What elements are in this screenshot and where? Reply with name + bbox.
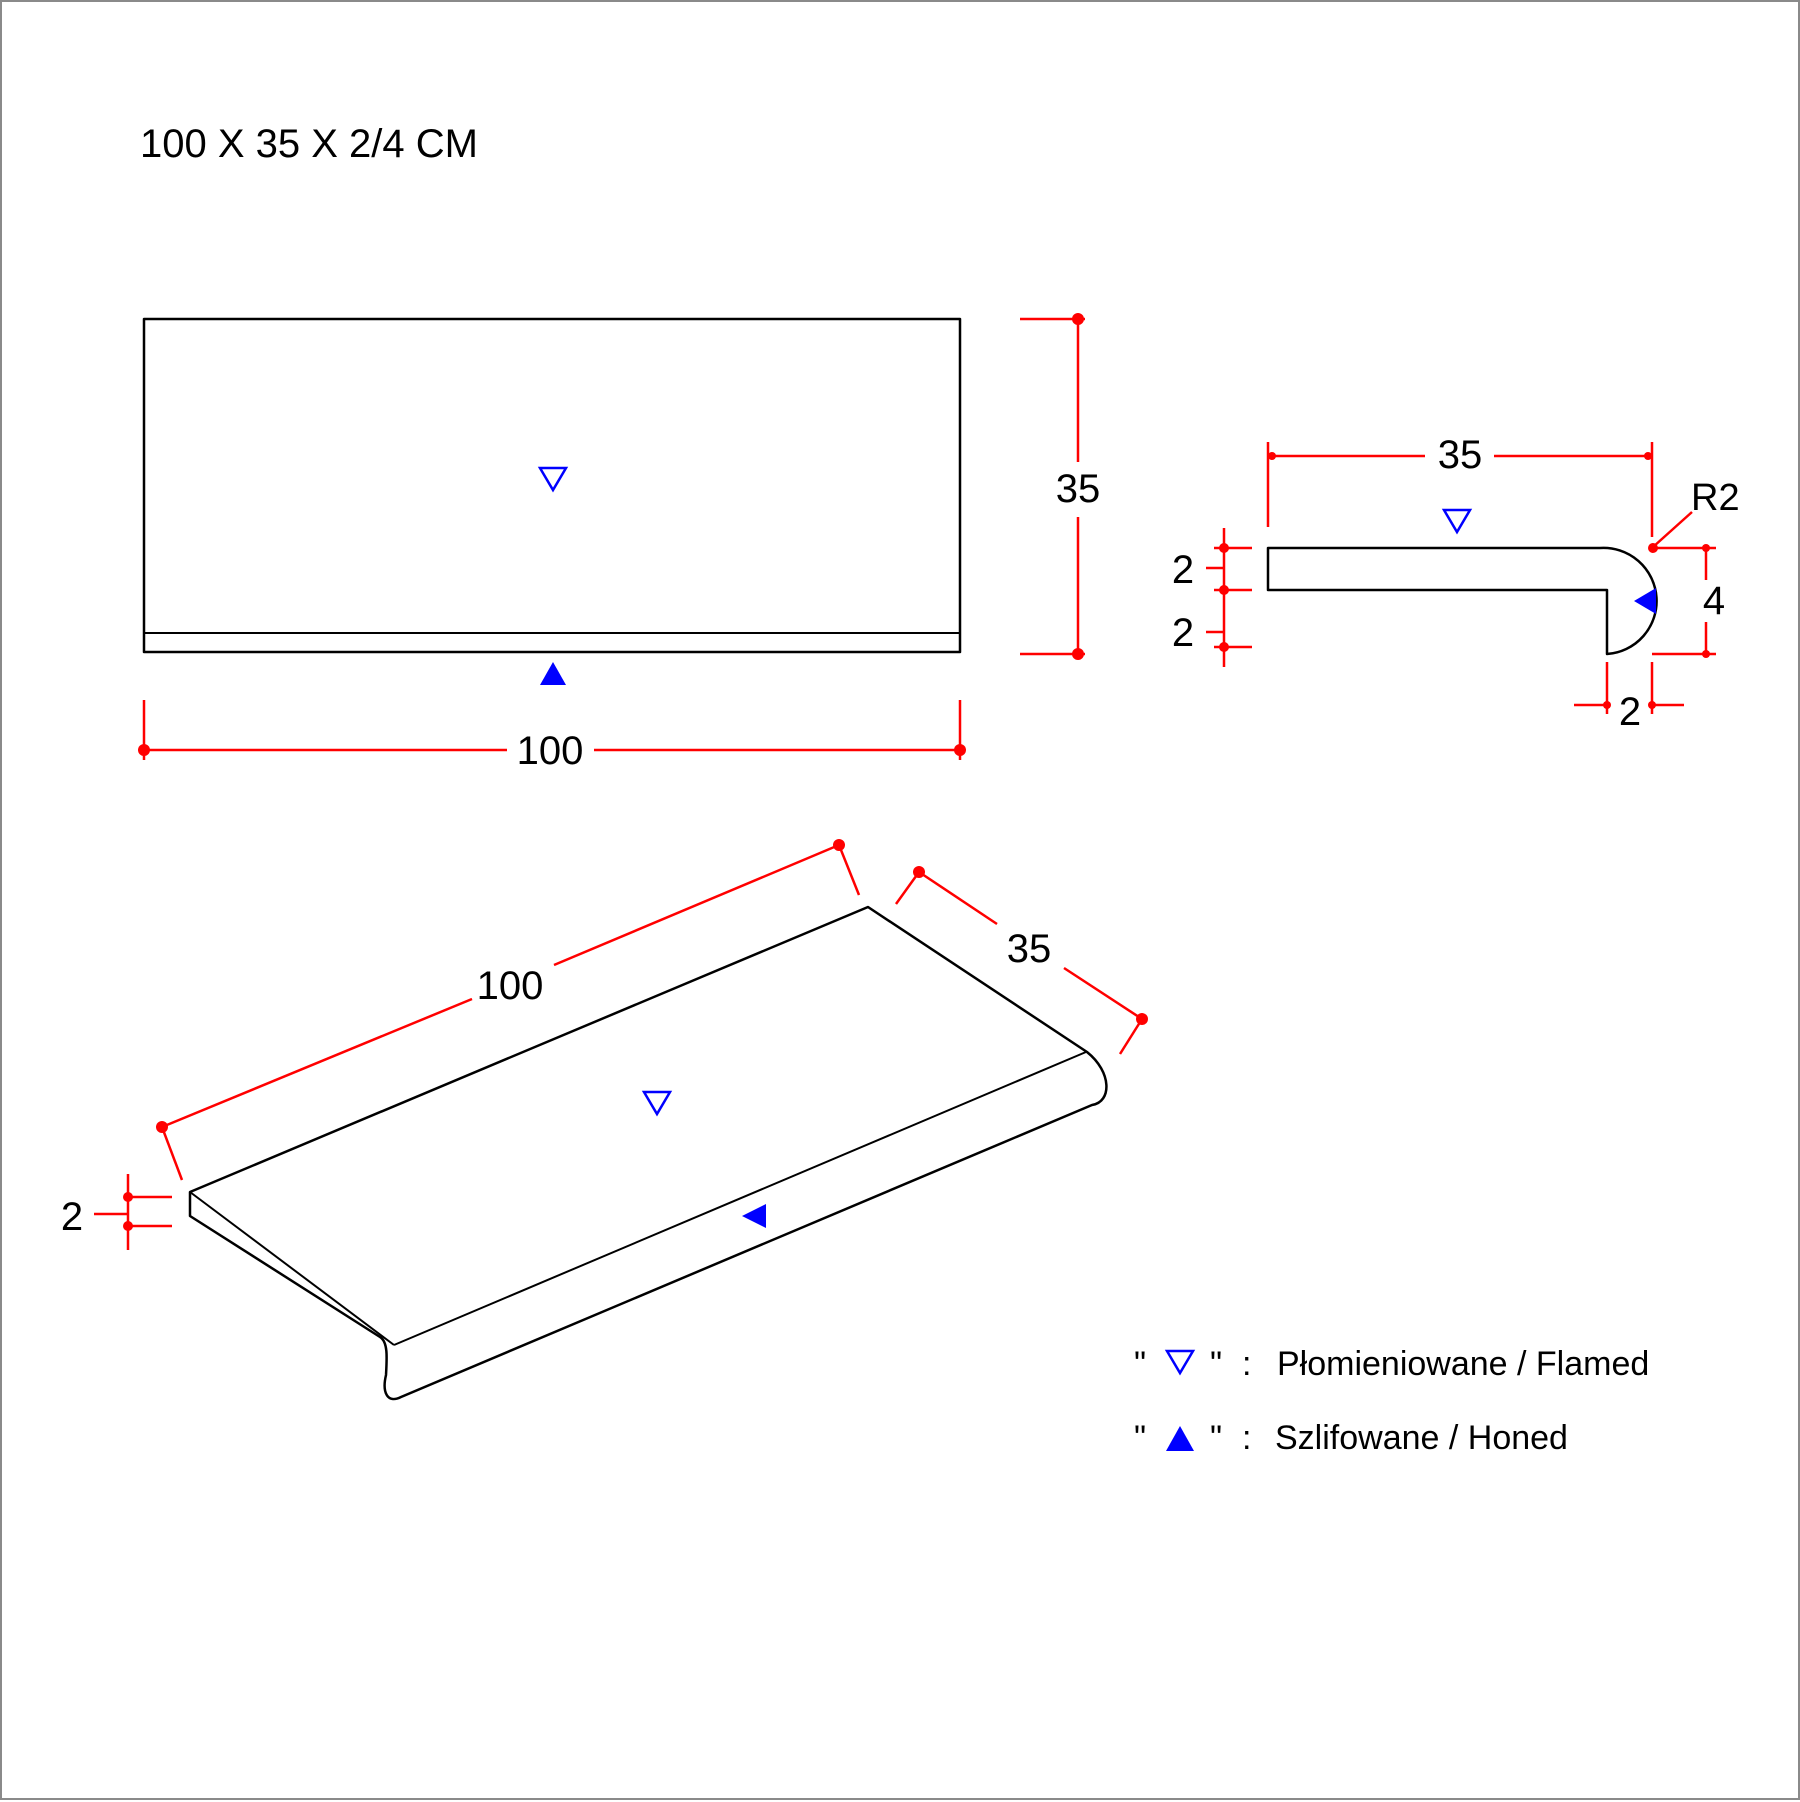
- top-view-width-dimension: 35: [1020, 313, 1100, 660]
- section-nose-height-dimension: 4: [1652, 544, 1725, 658]
- iso-front-nose-edge: [393, 1051, 1087, 1346]
- iso-width-label: 35: [1007, 927, 1052, 971]
- section-width-label: 35: [1438, 433, 1483, 477]
- legend-item-flamed: " " : Płomieniowane / Flamed: [1134, 1345, 1649, 1383]
- section-nose-depth-dimension: 2: [1574, 662, 1684, 734]
- legend-text-flamed: Płomieniowane / Flamed: [1277, 1345, 1649, 1383]
- flamed-marker-icon: [641, 1090, 673, 1117]
- honed-marker-icon: [742, 1204, 766, 1228]
- section-view: 35 R2 2 2: [1172, 433, 1740, 734]
- section-profile: [1266, 546, 1658, 656]
- iso-length-dimension: 100: [156, 839, 861, 1181]
- iso-view: 100 35 2: [61, 839, 1148, 1401]
- iso-thickness-label: 2: [61, 1195, 83, 1239]
- top-view-width-label: 35: [1056, 467, 1101, 511]
- section-thickness-top-label: 2: [1172, 548, 1194, 592]
- section-width-dimension: 35: [1266, 433, 1654, 537]
- legend-quote: ": [1134, 1419, 1146, 1457]
- iso-width-dimension: 35: [894, 866, 1148, 1055]
- section-thickness-bottom-label: 2: [1172, 611, 1194, 655]
- legend-item-honed: " " : Szlifowane / Honed: [1134, 1419, 1568, 1457]
- legend-quote: ": [1210, 1419, 1222, 1457]
- legend: " " : Płomieniowane / Flamed " " : Szlif…: [1134, 1345, 1649, 1457]
- legend-quote: ": [1210, 1345, 1222, 1383]
- iso-slab: [188, 905, 1108, 1401]
- top-view-length-dimension: 100: [138, 700, 966, 773]
- top-view-length-label: 100: [517, 729, 584, 773]
- section-radius-label: R2: [1691, 477, 1740, 519]
- iso-top-front-edge: [189, 1191, 395, 1346]
- top-view: 100 35: [138, 313, 1100, 773]
- top-view-slab: [142, 317, 962, 654]
- legend-separator: :: [1242, 1419, 1251, 1457]
- section-radius-callout: R2: [1648, 477, 1740, 553]
- iso-thickness-dimension: 2: [61, 1174, 172, 1250]
- section-thickness-dimension: 2 2: [1172, 528, 1252, 667]
- section-nose-height-label: 4: [1703, 579, 1725, 623]
- iso-length-label: 100: [477, 964, 544, 1008]
- honed-marker-icon: [540, 662, 566, 685]
- flamed-marker-icon: [1441, 508, 1473, 535]
- flamed-marker-icon: [1164, 1349, 1196, 1376]
- drawing-title: 100 X 35 X 2/4 CM: [140, 122, 478, 166]
- legend-separator: :: [1242, 1345, 1251, 1383]
- flamed-marker-icon: [537, 466, 569, 493]
- honed-marker-icon: [1634, 588, 1656, 614]
- section-nose-depth-label: 2: [1619, 690, 1641, 734]
- honed-marker-icon: [1166, 1426, 1194, 1451]
- legend-text-honed: Szlifowane / Honed: [1275, 1419, 1568, 1457]
- legend-quote: ": [1134, 1345, 1146, 1383]
